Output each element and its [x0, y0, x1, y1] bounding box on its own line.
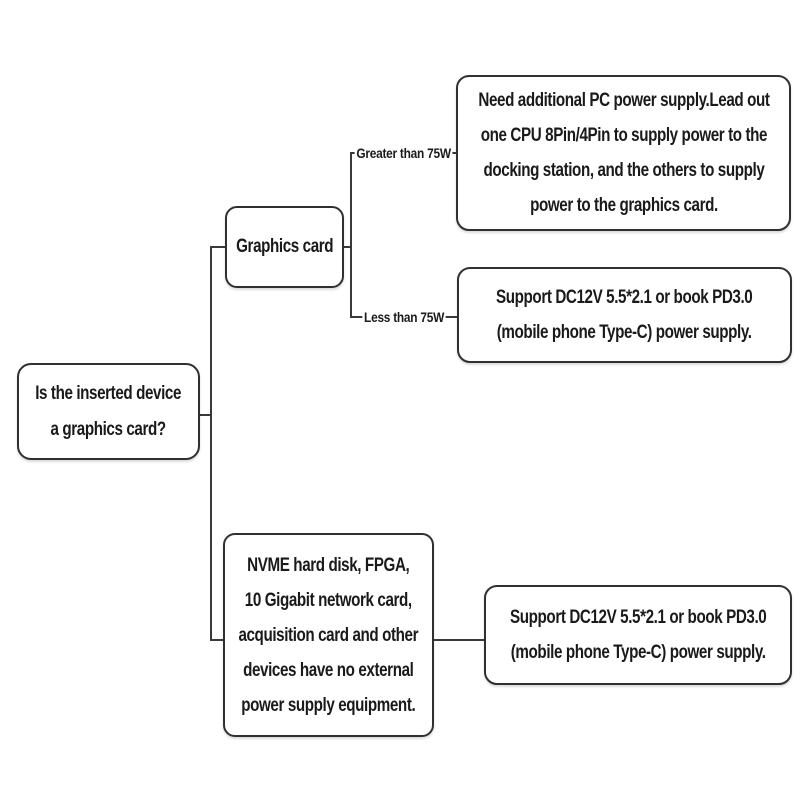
outcome-no-external-label: Support DC12V 5.5*2.1 or book PD3.0 (mob…	[509, 607, 767, 663]
connector-other-devices-to-outcome	[432, 639, 485, 641]
edge-label-less-than-75w: Less than 75W	[362, 308, 446, 326]
connector-trunk-to-other-devices	[210, 639, 225, 641]
connector-trunk-vertical	[210, 246, 212, 641]
edge-label-greater-wrap: Greater than 75W	[350, 142, 457, 164]
connector-trunk-to-graphics-card	[210, 246, 227, 248]
outcome-box-low-power: Support DC12V 5.5*2.1 or book PD3.0 (mob…	[457, 267, 792, 363]
other-devices-box: NVME hard disk, FPGA, 10 Gigabit network…	[223, 533, 434, 737]
decision-box-root-label: Is the inserted device a graphics card?	[35, 382, 182, 440]
decision-box-root: Is the inserted device a graphics card?	[17, 363, 200, 460]
edge-label-less-wrap: Less than 75W	[350, 306, 458, 328]
graphics-card-label: Graphics card	[235, 236, 334, 257]
connector-root-to-trunk	[198, 414, 212, 416]
graphics-card-box: Graphics card	[225, 206, 344, 288]
outcome-low-power-label: Support DC12V 5.5*2.1 or book PD3.0 (mob…	[496, 287, 753, 343]
outcome-box-high-power: Need additional PC power supply.Lead out…	[456, 75, 791, 231]
other-devices-label: NVME hard disk, FPGA, 10 Gigabit network…	[238, 554, 419, 716]
connector-branch-vertical	[350, 152, 352, 318]
outcome-box-no-external-power: Support DC12V 5.5*2.1 or book PD3.0 (mob…	[484, 585, 792, 685]
outcome-high-power-label: Need additional PC power supply.Lead out…	[477, 90, 770, 216]
edge-label-greater-than-75w: Greater than 75W	[354, 144, 453, 162]
connector-graphics-card-to-branch	[342, 246, 352, 248]
